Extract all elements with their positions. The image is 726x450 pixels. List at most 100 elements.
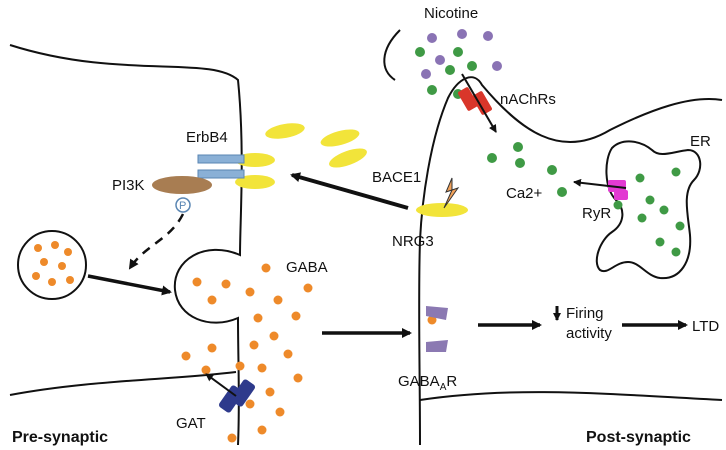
gaba-dot [32,272,40,280]
nrg3-molecule [235,153,275,167]
nrg3-molecule [235,175,275,189]
gabaa-part [426,340,448,352]
gaba-dot [257,425,267,435]
label-erbb4: ErbB4 [186,129,228,146]
postsynaptic-membrane-lower [419,391,723,401]
gaba-dot [181,351,191,361]
gaba-dot [58,262,66,270]
nachr-part [458,87,478,111]
gaba-dot [303,283,313,293]
nrg3-molecule [265,123,305,139]
gaba-dot [273,295,283,305]
bace1-lightning-icon [443,177,460,209]
nrg3-molecule [416,203,468,217]
gaba-dot [66,276,74,284]
nicotine-dot [421,69,431,79]
nicotine-dot [457,29,467,39]
pi3k-to-release-arrow [128,213,185,270]
calcium-dot [453,47,463,57]
gaba-dot [192,277,202,287]
calcium-dots [415,47,685,257]
presynaptic-membrane [9,44,243,446]
calcium-dot [645,195,655,205]
label-pi3k: PI3K [112,177,145,194]
label-er: ER [690,133,711,150]
calcium-dot [613,200,623,210]
postsynaptic-membrane-top [383,29,401,81]
nachr-part [472,91,492,115]
label-postsynaptic: Post-synaptic [586,429,691,446]
cleft-gaba-dots [181,263,437,443]
calcium-dot [487,153,497,163]
label-nachrs: nAChRs [500,91,556,108]
nrg3-to-erbb4-arrow [290,172,409,210]
nrg3-molecules [235,123,468,217]
vesicle-fusion-arrow [87,274,172,296]
nachr-receptor [458,87,492,115]
ryr-release-arrow [573,178,627,189]
nicotine-dot [492,61,502,71]
nrg3-molecule [320,129,360,147]
gaba-dot [275,407,285,417]
gaba-dot [257,363,267,373]
label-bace1: BACE1 [372,169,421,186]
label-ryr: RyR [582,205,611,222]
label-activity: activity [566,325,612,342]
gaba-dot [265,387,275,397]
gaba-dot [48,278,56,286]
gat-part [230,379,256,407]
nicotine-dot [427,33,437,43]
gaba-dot [427,315,437,325]
label-nrg3: NRG3 [392,233,434,250]
nicotine-dots [421,29,502,79]
calcium-dot [557,187,567,197]
gaba-dot [269,331,279,341]
gaba-dot [261,263,271,273]
calcium-dot [635,173,645,183]
calcium-dot [675,221,685,231]
gaba-dot [207,295,217,305]
label-gabaa-r: GABAAR [398,373,457,393]
label-nicotine: Nicotine [424,5,478,22]
calcium-dot [427,85,437,95]
calcium-dot [655,237,665,247]
label-firing: Firing [566,305,604,322]
calcium-dot [515,158,525,168]
label-gat: GAT [176,415,206,432]
gaba-dot [221,279,231,289]
gaba-dot [40,258,48,266]
gaba-dot [64,248,72,256]
gaba-dot [283,349,293,359]
label-ltd: LTD [692,318,719,335]
gaba-dot [34,244,42,252]
gaba-dot [249,340,259,350]
phosphate-circle [175,197,191,213]
label-phosphate: P [179,200,186,212]
gaba-dot [253,313,263,323]
nachr-influx-arrow [461,73,497,133]
gaba-dot [207,343,217,353]
nicotine-dot [483,31,493,41]
erbb4-receptor [197,154,245,179]
postsynaptic-membrane [418,76,723,446]
gat-transporter [218,379,256,413]
presynaptic-membrane-lower [9,371,237,396]
calcium-dot [659,205,669,215]
calcium-dot [467,61,477,71]
label-ca2: Ca2+ [506,185,543,202]
gaba-dot [51,241,59,249]
gaba-dot [227,433,237,443]
label-presynaptic: Pre-synaptic [12,429,108,446]
calcium-dot [513,142,523,152]
vesicle-gaba-dots [32,241,74,286]
label-gaba: GABA [286,259,328,276]
gaba-dot [235,361,245,371]
calcium-dot [671,167,681,177]
gaba-vesicle [17,230,87,300]
nrg3-molecule [329,148,367,168]
gaba-dot [201,365,211,375]
gat-reuptake-arrow [205,373,237,397]
gabaa-part [426,306,448,320]
ryr-part [614,190,628,200]
